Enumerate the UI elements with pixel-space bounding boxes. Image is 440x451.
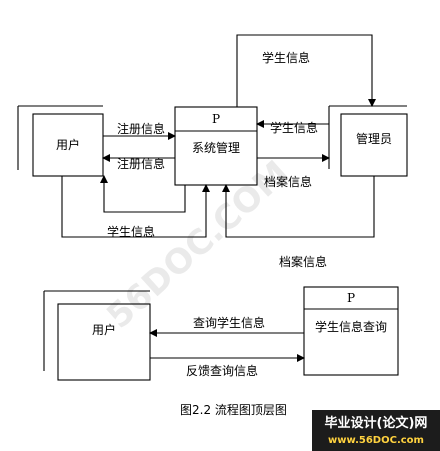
figure-caption: 图2.2 流程图顶层图 (180, 402, 287, 417)
bottom-user-entity-box (57, 303, 151, 381)
flow-student-top-label: 学生信息 (262, 50, 310, 65)
flow-student-admin-label: 学生信息 (270, 120, 318, 135)
flow-student-bottom-arrow (61, 176, 210, 238)
top-process-id: P (212, 112, 220, 126)
flow-archive-out-label: 档案信息 (264, 174, 312, 189)
flow-register-out-label: 注册信息 (117, 156, 165, 171)
flow-inner-loop-arrow (100, 175, 186, 213)
flow-student-top-arrow (236, 34, 376, 107)
bottom-process: P 学生信息查询 (303, 286, 399, 376)
bottom-process-id: P (347, 291, 355, 305)
flow-register-in-label: 注册信息 (117, 121, 165, 136)
flow-query-label: 查询学生信息 (193, 315, 265, 330)
top-admin-entity: 管理员 (328, 105, 408, 177)
top-user-entity-box (32, 113, 104, 177)
site-banner-title: 毕业设计(论文)网 (325, 415, 428, 431)
site-banner-bg (312, 410, 440, 451)
bottom-process-label: 学生信息查询 (315, 319, 387, 334)
bottom-user-entity: 用户 (43, 290, 151, 381)
flow-admin-loop-arrow (222, 176, 375, 238)
flow-archive-bottom-label: 档案信息 (279, 254, 327, 269)
bottom-process-box (303, 286, 399, 376)
site-banner: 毕业设计(论文)网 www.56DOC.com (312, 410, 440, 451)
flow-feedback-label: 反馈查询信息 (186, 363, 258, 378)
top-process: P 系统管理 (174, 106, 258, 186)
site-banner-url: www.56DOC.com (328, 435, 424, 446)
flow-student-bottom-label: 学生信息 (107, 224, 155, 239)
top-process-box (174, 106, 258, 186)
bottom-user-entity-label: 用户 (92, 322, 116, 337)
top-admin-entity-label: 管理员 (356, 131, 392, 146)
top-process-label: 系统管理 (192, 140, 240, 155)
top-user-entity: 用户 (17, 105, 104, 177)
top-user-entity-label: 用户 (56, 137, 80, 152)
